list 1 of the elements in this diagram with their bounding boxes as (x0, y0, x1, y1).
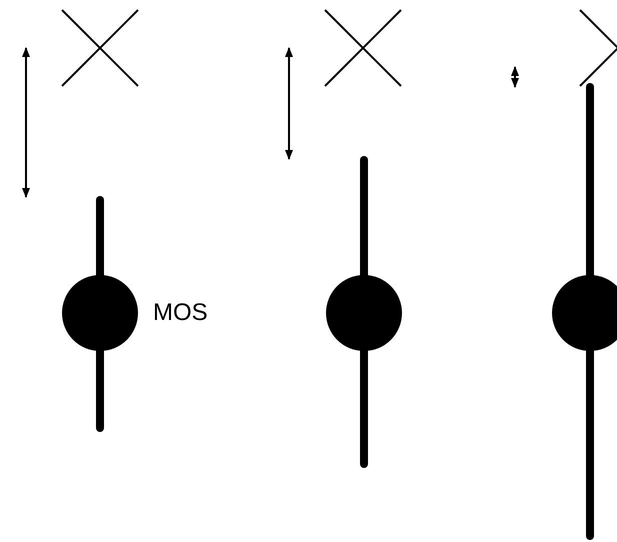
structure-label: MOS (153, 298, 208, 328)
